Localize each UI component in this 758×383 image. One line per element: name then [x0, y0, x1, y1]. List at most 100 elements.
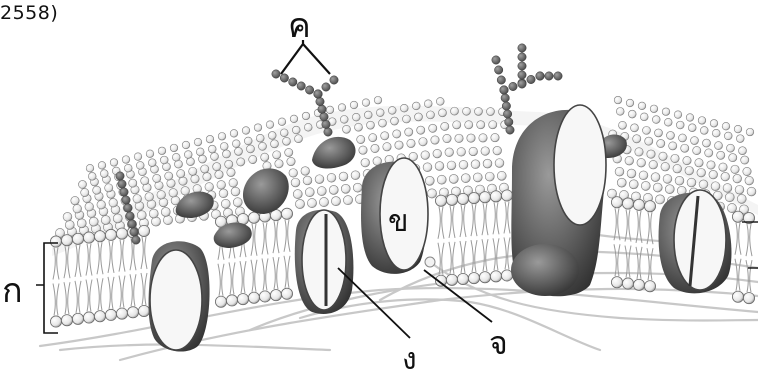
- phospholipid-head: [469, 147, 478, 156]
- phospholipid-head: [290, 115, 298, 123]
- lipid-tail: [284, 256, 290, 288]
- phospholipid-head: [711, 182, 720, 191]
- sugar-bead: [518, 44, 526, 52]
- phospholipid-head: [343, 125, 351, 133]
- phospholipid-head: [652, 116, 660, 124]
- phospholipid-head: [743, 292, 754, 303]
- phospholipid-head: [72, 313, 83, 324]
- phospholipid-head: [231, 187, 240, 196]
- phospholipid-head: [307, 198, 316, 207]
- phospholipid-head: [445, 148, 454, 157]
- phospholipid-head: [79, 180, 87, 188]
- phospholipid-head: [457, 193, 468, 204]
- phospholipid-head: [423, 163, 432, 172]
- lipid-tail: [75, 281, 81, 313]
- phospholipid-head: [712, 129, 720, 137]
- phospholipid-head: [741, 156, 749, 164]
- transmembrane-protein-left: [149, 241, 210, 351]
- phospholipid-head: [161, 207, 170, 216]
- sugar-bead: [500, 86, 508, 94]
- channel-protein-label: ง: [402, 336, 417, 383]
- phospholipid-head: [644, 201, 655, 212]
- sugar-bead: [120, 188, 128, 196]
- phospholipid-head: [145, 193, 154, 202]
- phospholipid-head: [61, 235, 72, 246]
- glycocalyx-label: ค: [288, 0, 311, 52]
- phospholipid-head: [280, 129, 288, 137]
- cytoskeleton-filament: [300, 299, 600, 350]
- phospholipid-head: [727, 144, 735, 152]
- sugar-bead: [518, 62, 526, 70]
- phospholipid-head: [446, 194, 457, 205]
- phospholipid-head: [639, 171, 648, 180]
- phospholipid-head: [226, 295, 237, 306]
- lipid-tail: [482, 203, 488, 235]
- phospholipid-head: [417, 126, 425, 134]
- lipid-tail: [504, 201, 510, 233]
- phospholipid-head: [203, 173, 211, 181]
- phospholipid-head: [98, 162, 106, 170]
- phospholipid-head: [709, 170, 718, 179]
- phospholipid-head: [305, 188, 314, 197]
- phospholipid-head: [285, 148, 293, 156]
- lipid-tail: [438, 207, 444, 239]
- sugar-bead: [128, 220, 136, 228]
- phospholipid-head: [287, 157, 295, 165]
- phospholipid-head: [489, 121, 497, 129]
- phospholipid-head: [225, 160, 233, 168]
- phospholipid-head: [249, 155, 257, 163]
- phospholipid-head: [261, 153, 269, 161]
- phospholipid-head: [629, 180, 638, 189]
- sugar-bead: [316, 97, 324, 105]
- sugar-bead: [503, 110, 511, 118]
- phospholipid-head: [361, 158, 370, 167]
- lipid-tail: [482, 239, 488, 271]
- phospholipid-head: [457, 273, 468, 284]
- phospholipid-head: [676, 121, 684, 129]
- sugar-bead: [518, 71, 526, 79]
- phospholipid-head: [665, 185, 674, 194]
- phospholipid-head: [435, 195, 446, 206]
- phospholipid-head: [731, 165, 739, 173]
- lipid-tail: [504, 237, 510, 269]
- phospholipid-head: [351, 171, 360, 180]
- phospholipid-head: [400, 104, 408, 112]
- phospholipid-head: [270, 290, 281, 301]
- phospholipid-head: [136, 162, 144, 170]
- phospholipid-head: [615, 167, 624, 176]
- phospholipid-head: [256, 134, 264, 142]
- phospholipid-head: [475, 107, 483, 115]
- phospholipid-head: [158, 147, 166, 155]
- lipid-tail: [229, 262, 235, 294]
- phospholipid-head: [395, 141, 403, 149]
- lipid-tail: [141, 273, 147, 305]
- phospholipid-head: [729, 154, 737, 162]
- phospholipid-head: [483, 159, 492, 168]
- phospholipid-head: [302, 112, 310, 120]
- phospholipid-head: [674, 111, 682, 119]
- phospholipid-head: [247, 145, 255, 153]
- phospholipid-head: [493, 146, 502, 155]
- channel-protein-right: [659, 190, 732, 293]
- phospholipid-head: [230, 130, 238, 138]
- phospholipid-head: [326, 106, 334, 114]
- sugar-bead: [122, 196, 130, 204]
- phospholipid-head: [220, 143, 228, 151]
- phospholipid-head: [50, 316, 61, 327]
- lipid-tail: [119, 240, 125, 272]
- phospholipid-head: [616, 108, 624, 116]
- phospholipid-head: [719, 163, 727, 171]
- phospholipid-head: [273, 151, 281, 159]
- phospholipid-head: [657, 139, 665, 147]
- transmembrane-protein-right: [511, 105, 606, 296]
- phospholipid-head: [695, 159, 703, 167]
- phospholipid-head: [242, 127, 250, 135]
- phospholipid-head: [703, 139, 711, 147]
- phospholipid-head: [691, 137, 699, 145]
- phospholipid-head: [237, 158, 245, 166]
- phospholipid-head: [329, 185, 338, 194]
- phospholipid-head: [468, 272, 479, 283]
- phospholipid-head: [353, 183, 362, 192]
- sugar-bead: [497, 76, 505, 84]
- phospholipid-head: [727, 203, 736, 212]
